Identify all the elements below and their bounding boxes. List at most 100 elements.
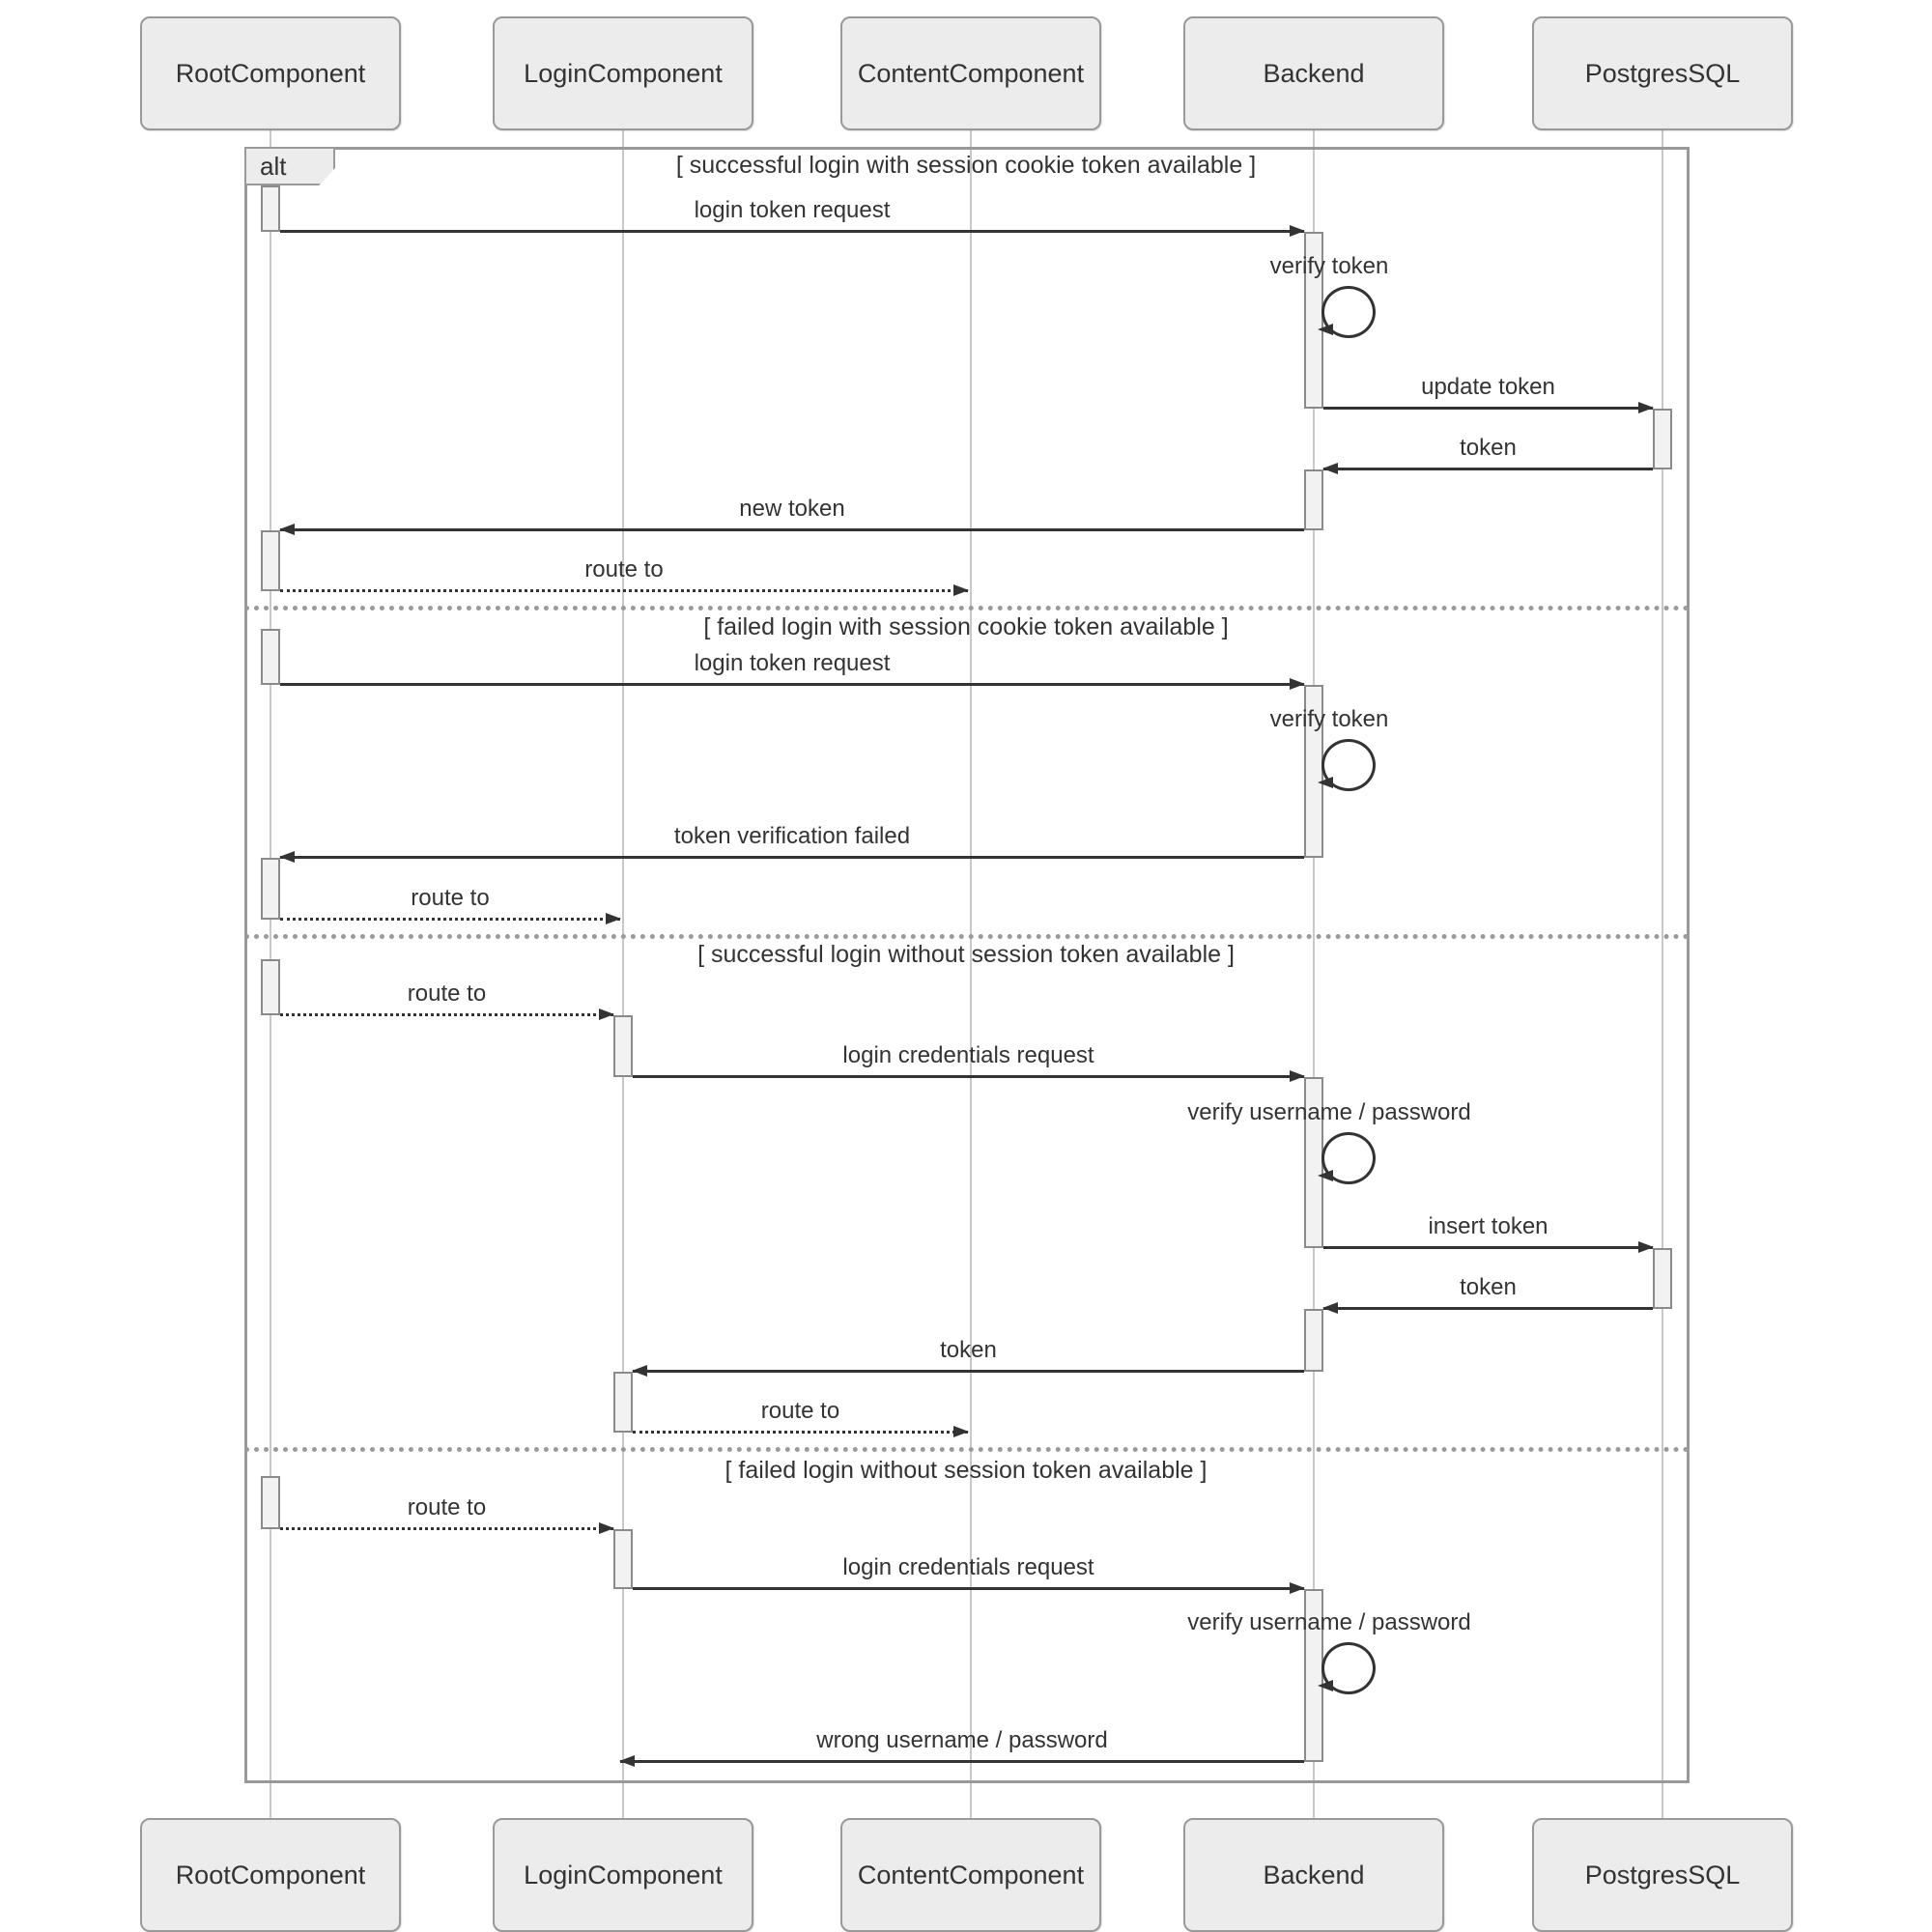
arrowhead-left-icon [1318,777,1333,788]
arrowhead-right-icon [599,1522,614,1534]
arrowhead-left-icon [1322,463,1338,474]
participant-label: LoginComponent [524,58,723,88]
message-label: verify username / password [1187,1609,1471,1635]
message-label: route to [760,1398,840,1424]
message-label: route to [411,885,490,911]
alt-divider-1 [244,606,1690,611]
message-wrong-username-password: wrong username / password [619,1727,1304,1767]
alt-condition-2: [ failed login with session cookie token… [703,613,1229,640]
arrowhead-left-icon [619,1755,635,1767]
message-label: update token [1421,374,1555,400]
message-label: verify token [1269,706,1389,732]
loop-arc-icon [1321,286,1376,338]
participant-contentcomponent-top: ContentComponent [840,16,1101,130]
arrowhead-right-icon [1290,1070,1305,1082]
message-label: login credentials request [842,1554,1094,1580]
alt-condition-1: [ successful login with session cookie t… [675,152,1257,179]
participant-label: PostgresSQL [1584,58,1741,88]
participant-logincomponent-top: LoginComponent [493,16,753,130]
message-new-token: new token [279,496,1304,535]
self-message-verify-username-password: verify username / password [1187,1099,1471,1184]
participant-backend-top: Backend [1183,16,1444,130]
message-route-to: route to [280,556,969,596]
arrowhead-left-icon [1318,324,1333,335]
arrowhead-right-icon [1290,1582,1305,1594]
participant-label: Backend [1263,58,1365,88]
activation-postgres [1653,409,1672,469]
participant-label: RootComponent [175,58,366,88]
participant-postgressql-bottom: PostgresSQL [1532,1818,1793,1932]
message-label: token [1460,1274,1517,1300]
participant-label: LoginComponent [524,1860,723,1889]
activation-root [261,1476,280,1529]
message-label: token verification failed [673,823,911,849]
arrowhead-right-icon [599,1009,614,1020]
alt-divider-2 [244,934,1690,939]
message-token: token [632,1337,1304,1377]
arrowhead-left-icon [632,1365,647,1377]
message-label: route to [407,980,487,1007]
activation-root [261,858,280,920]
arrowhead-left-icon [1322,1302,1338,1314]
arrowhead-left-icon [1318,1170,1333,1181]
self-message-verify-token: verify token [1270,706,1388,791]
message-label: token [940,1337,997,1363]
activation-backend [1304,1309,1323,1372]
participant-postgressql-top: PostgresSQL [1532,16,1793,130]
alt-condition-3: [ successful login without session token… [697,941,1235,968]
message-token: token [1322,435,1653,474]
message-route-to: route to [280,1494,614,1534]
arrowhead-right-icon [1638,1241,1654,1253]
message-label: route to [584,556,664,582]
message-label: route to [407,1494,487,1520]
message-login-token-request: login token request [280,650,1305,690]
participant-label: Backend [1263,1860,1365,1889]
arrowhead-left-icon [1318,1680,1333,1691]
message-label: login credentials request [842,1042,1094,1068]
activation-login [613,1015,633,1077]
arrowhead-right-icon [1290,225,1305,237]
message-update-token: update token [1323,374,1654,413]
message-route-to: route to [280,980,614,1020]
activation-postgres [1653,1248,1672,1309]
participant-rootcomponent-bottom: RootComponent [140,1818,401,1932]
message-login-credentials-request: login credentials request [633,1042,1305,1082]
message-login-credentials-request: login credentials request [633,1554,1305,1594]
message-login-token-request: login token request [280,197,1305,237]
message-label: verify username / password [1187,1099,1471,1125]
lifeline-logincomponent [622,130,624,1818]
participant-label: ContentComponent [857,1860,1085,1889]
activation-backend [1304,469,1323,530]
arrowhead-right-icon [953,1426,969,1437]
message-route-to: route to [280,885,621,924]
alt-frame [244,147,1690,1783]
participant-contentcomponent-bottom: ContentComponent [840,1818,1101,1932]
message-token: token [1322,1274,1653,1314]
loop-arc-icon [1321,1132,1376,1184]
activation-root [261,185,280,232]
message-token-verification-failed: token verification failed [279,823,1304,863]
participant-label: RootComponent [175,1860,366,1889]
participant-label: ContentComponent [857,58,1085,88]
activation-login [613,1372,633,1433]
participant-rootcomponent-top: RootComponent [140,16,401,130]
lifeline-postgressql [1662,130,1663,1818]
arrowhead-right-icon [953,584,969,596]
activation-root [261,530,280,591]
message-insert-token: insert token [1323,1213,1654,1253]
message-label: insert token [1428,1213,1548,1239]
alt-operator-label: alt [244,147,335,185]
participant-backend-bottom: Backend [1183,1818,1444,1932]
message-label: login token request [694,197,891,223]
arrowhead-right-icon [606,913,621,924]
message-label: login token request [694,650,891,676]
alt-condition-4: [ failed login without session token ava… [724,1457,1208,1484]
arrowhead-right-icon [1638,402,1654,413]
participant-logincomponent-bottom: LoginComponent [493,1818,753,1932]
activation-root [261,629,280,685]
arrowhead-right-icon [1290,678,1305,690]
lifeline-backend [1313,130,1315,1818]
loop-arc-icon [1321,1642,1376,1694]
activation-root [261,959,280,1015]
